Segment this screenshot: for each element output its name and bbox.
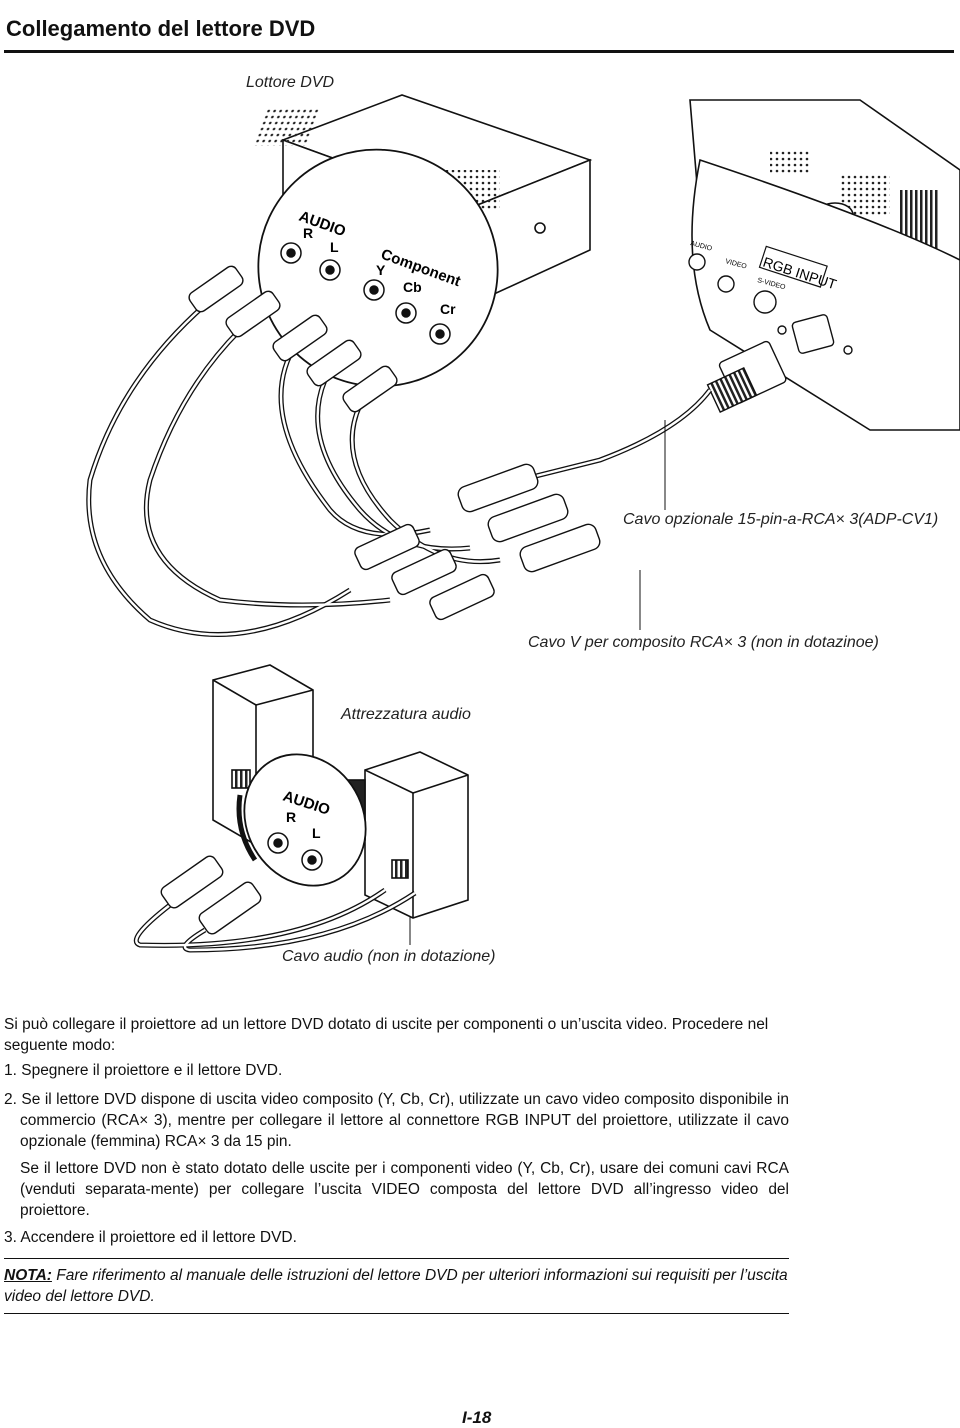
step-3: 3. Accendere il proiettore ed il lettore…: [4, 1229, 297, 1246]
dvd-cb-label: Cb: [403, 279, 422, 295]
audio-panel-r-label: R: [286, 809, 296, 825]
connection-diagram: AUDIO R L Component Y Cb Cr AUDIO VIDEO …: [86, 94, 960, 953]
cable-15pin-label: Cavo opzionale 15-pin-a-RCA× 3(ADP-CV1): [623, 511, 939, 528]
dvd-y-label: Y: [376, 262, 386, 278]
projector-panel-zoom: AUDIO VIDEO S-VIDEO RGB INPUT: [688, 158, 960, 431]
audio-cable-label: Cavo audio (non in dotazione): [282, 948, 496, 965]
step-2b: Se il lettore DVD non è stato dotato del…: [20, 1160, 789, 1219]
page-title: Collegamento del lettore DVD: [6, 16, 316, 41]
dvd-cr-label: Cr: [440, 301, 456, 317]
rca-plugs-audio: [160, 855, 262, 935]
dvd-r-label: R: [303, 225, 313, 241]
rca-junction: [354, 463, 601, 621]
note-box: NOTA: Fare riferimento al manuale delle …: [4, 1258, 789, 1314]
rca-plugs-dvd: [188, 265, 398, 413]
note-label: NOTA:: [4, 1267, 52, 1284]
intro-paragraph: Si può collegare il proiettore ad un let…: [4, 1016, 769, 1054]
instructions: Si può collegare il proiettore ad un let…: [4, 1014, 789, 1248]
vga-plug: [706, 340, 787, 413]
dvd-player-label: Lottore DVD: [246, 74, 335, 91]
cable-composite-label: Cavo V per composito RCA× 3 (non in dota…: [528, 634, 879, 651]
title-bar: Collegamento del lettore DVD: [4, 4, 954, 53]
note-text: Fare riferimento al manuale delle istruz…: [4, 1267, 788, 1305]
step-1: 1. Spegnere il proiettore e il lettore D…: [4, 1062, 283, 1079]
dvd-l-label: L: [330, 239, 339, 255]
step-2: 2. Se il lettore DVD dispone di uscita v…: [4, 1091, 789, 1150]
audio-panel-l-label: L: [312, 825, 321, 841]
audio-equipment-label: Attrezzatura audio: [341, 706, 471, 723]
audio-panel-zoom: AUDIO R L: [243, 753, 367, 887]
page-number: I-18: [462, 1408, 492, 1427]
